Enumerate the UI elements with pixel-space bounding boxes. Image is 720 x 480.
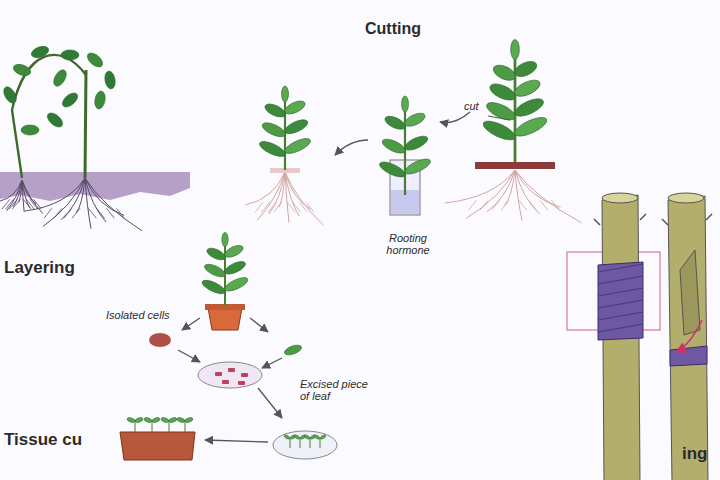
leaf <box>144 417 153 423</box>
leaf <box>263 101 287 119</box>
section-title: Tissue cu <box>4 430 82 450</box>
leaf <box>203 262 227 280</box>
leaf <box>512 77 542 100</box>
ground-line <box>475 162 555 169</box>
roots <box>445 170 582 223</box>
arrow <box>335 140 368 155</box>
drawing <box>0 40 712 480</box>
leaf <box>21 125 39 135</box>
plant <box>481 40 550 163</box>
leaf <box>258 139 288 160</box>
leaf <box>104 70 117 89</box>
arrow <box>262 358 282 368</box>
leaf <box>260 120 287 140</box>
leaf <box>282 86 289 102</box>
leaf <box>127 417 136 423</box>
plant <box>378 96 433 195</box>
leaf <box>378 159 408 180</box>
arrow <box>182 318 200 330</box>
leaf <box>512 114 549 140</box>
leaf <box>85 50 105 69</box>
leaf <box>512 58 539 79</box>
leaf <box>403 133 430 153</box>
leaf <box>205 246 227 263</box>
leaf <box>1 85 19 106</box>
leaf <box>380 136 407 156</box>
leaf <box>223 275 250 294</box>
leaf <box>403 111 427 129</box>
leaf <box>30 44 50 60</box>
arrow <box>250 318 268 332</box>
leaf <box>61 50 79 60</box>
callout-label: Isolated cells <box>106 309 170 321</box>
cells <box>149 333 171 347</box>
leaf <box>283 136 313 157</box>
leaf <box>294 434 301 440</box>
plant <box>258 86 313 170</box>
arrow <box>178 350 200 362</box>
callout-label: Excised piece of leaf <box>300 378 370 402</box>
callout-label: cut <box>464 100 479 112</box>
leaf <box>402 96 409 112</box>
leaf <box>403 156 433 177</box>
stem <box>668 196 708 480</box>
leaf <box>383 114 407 132</box>
leaf <box>320 434 327 440</box>
leaf <box>511 40 520 60</box>
leaf <box>283 343 303 357</box>
arrow <box>205 440 268 442</box>
leaf <box>488 81 518 104</box>
petri-dish <box>198 362 262 388</box>
leaf <box>222 232 228 246</box>
leaf <box>169 417 178 423</box>
leaf <box>223 259 247 277</box>
leaf <box>51 68 69 89</box>
section-title: Layering <box>4 258 75 278</box>
leaf <box>200 278 227 297</box>
leaf <box>283 117 310 137</box>
leaf <box>135 417 144 423</box>
leaf <box>512 95 546 120</box>
leaf <box>94 90 107 109</box>
leaf <box>12 62 32 78</box>
roots <box>0 180 43 214</box>
leaf <box>481 117 518 143</box>
callout-label: Rooting hormone <box>370 232 446 256</box>
leaf <box>152 417 161 423</box>
leaf <box>45 110 65 129</box>
roots <box>245 172 323 225</box>
leaf <box>177 417 186 423</box>
graft-wrap <box>598 262 643 340</box>
leaf <box>161 417 170 423</box>
leaf <box>484 99 518 124</box>
leaf <box>284 434 291 440</box>
section-title: ing <box>682 444 708 464</box>
pot <box>208 308 242 330</box>
arrow <box>258 388 282 418</box>
tray <box>120 432 195 460</box>
leaf <box>185 417 194 423</box>
leaf <box>314 434 321 440</box>
section-title: Cutting <box>365 20 421 38</box>
leaf <box>304 434 311 440</box>
petri-dish <box>273 431 337 459</box>
arrow <box>440 112 470 123</box>
roots <box>25 178 142 231</box>
leaf <box>491 62 518 83</box>
leaf <box>60 90 80 109</box>
plant <box>200 232 249 305</box>
